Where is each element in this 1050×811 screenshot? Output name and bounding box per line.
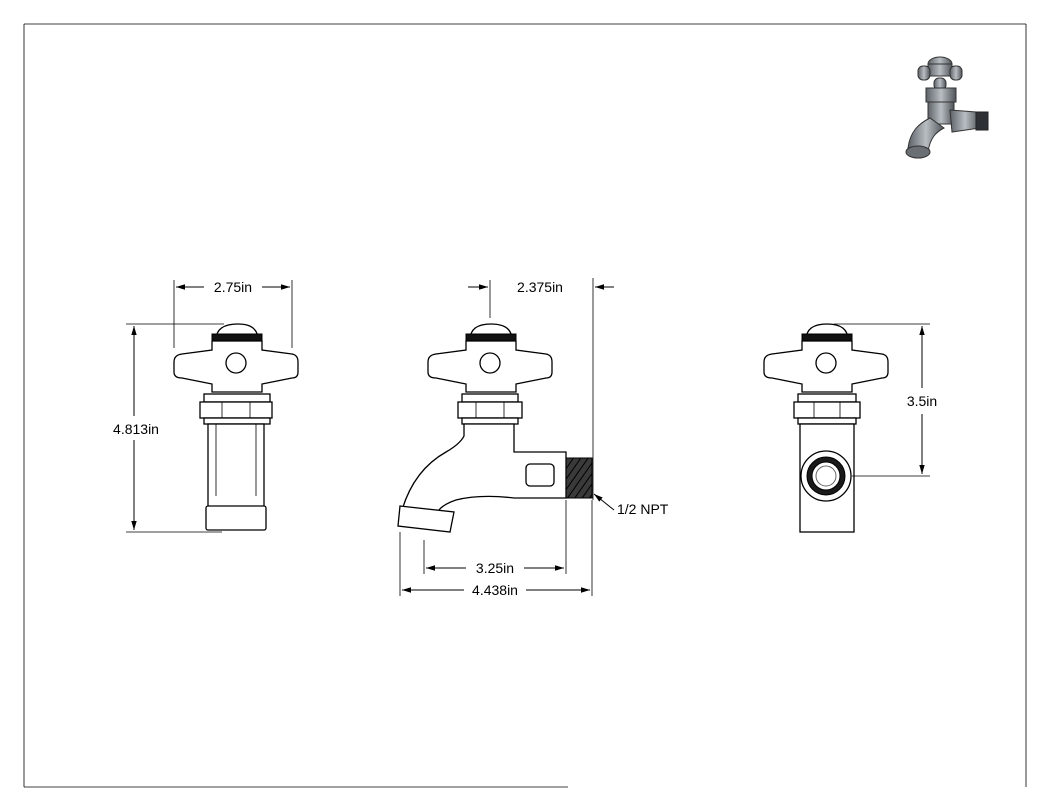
front-height-dimension: 4.813in [113,323,224,533]
faucet-side-view [397,323,593,533]
front-width-label: 2.75in [214,279,252,295]
front-width-dimension: 2.75in [173,279,293,348]
faucet-back-view [763,323,889,533]
side-length-label: 4.438in [472,582,518,598]
thread-callout: 1/2 NPT [593,493,669,517]
side-spout-dimension: 3.25in [423,500,567,576]
faucet-3d-render [905,56,989,159]
thread-label: 1/2 NPT [617,501,669,517]
back-height-dimension: 3.5in [834,323,937,477]
side-top-label: 2.375in [517,279,563,295]
side-spout-label: 3.25in [476,560,514,576]
faucet-front-view [173,323,299,531]
front-height-label: 4.813in [113,421,159,437]
side-top-dimension: 2.375in [468,278,614,500]
side-length-dimension: 4.438in [399,500,593,598]
back-height-label: 3.5in [907,393,937,409]
sheet-border [23,23,1027,788]
